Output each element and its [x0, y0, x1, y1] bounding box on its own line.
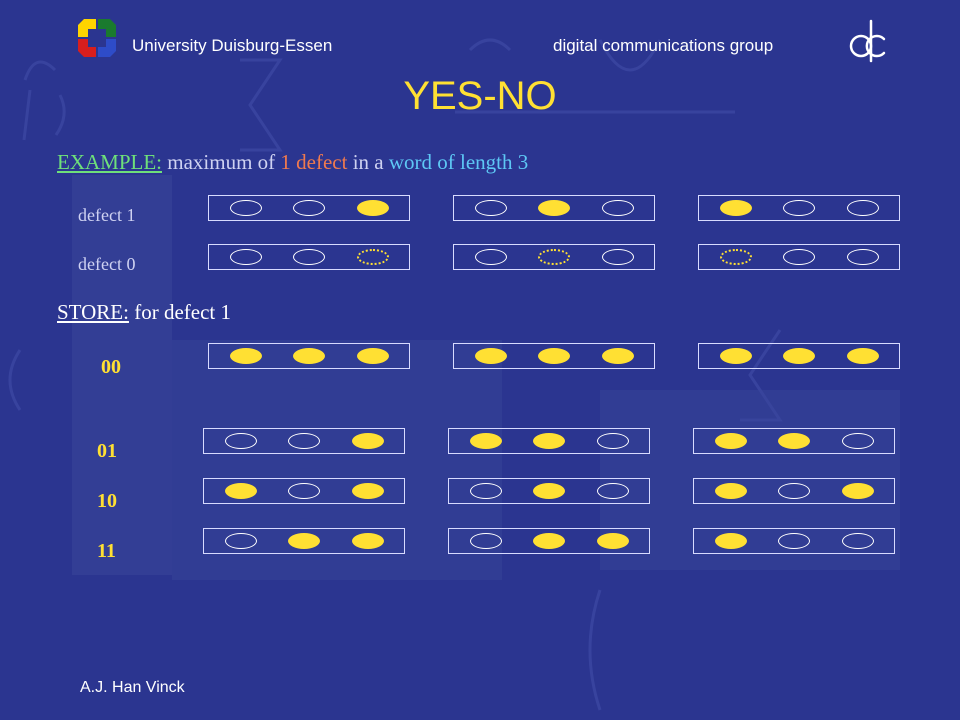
- group-name: digital communications group: [553, 36, 774, 55]
- store-01-word-2: [448, 428, 650, 454]
- store-label: STORE:: [57, 300, 129, 324]
- store-01-word-1: [203, 428, 405, 454]
- cell-empty: [778, 483, 810, 499]
- author-footer: A.J. Han Vinck: [80, 679, 185, 696]
- code-11-label: 11: [97, 540, 116, 562]
- cell-dotted: [357, 249, 389, 265]
- cell-full: [533, 433, 565, 449]
- code-10-label: 10: [97, 490, 117, 512]
- cell-full: [470, 433, 502, 449]
- store-00-word-1: [208, 343, 410, 369]
- cell-full: [288, 533, 320, 549]
- cell-full: [778, 433, 810, 449]
- cell-full: [783, 348, 815, 364]
- cell-full: [357, 348, 389, 364]
- example-word: word of length 3: [388, 150, 529, 174]
- cell-empty: [225, 533, 257, 549]
- cell-dotted: [538, 249, 570, 265]
- store-00-word-3: [698, 343, 900, 369]
- cell-full: [720, 200, 752, 216]
- code-00-label: 00: [101, 356, 121, 378]
- cell-full: [597, 533, 629, 549]
- cell-full: [602, 348, 634, 364]
- group-logo-icon: [849, 19, 886, 63]
- store-00-word-2: [453, 343, 655, 369]
- store-01-word-3: [693, 428, 895, 454]
- store-10-word-2: [448, 478, 650, 504]
- cell-empty: [847, 200, 879, 216]
- cell-full: [475, 348, 507, 364]
- cell-full: [538, 348, 570, 364]
- defect-0-word-3: [698, 244, 900, 270]
- defect-1-label: defect 1: [78, 205, 136, 225]
- example-text-1: maximum of: [167, 150, 276, 174]
- cell-empty: [475, 200, 507, 216]
- defect-1-word-2: [453, 195, 655, 221]
- slide-title: YES-NO: [403, 74, 557, 118]
- defect-0-word-2: [453, 244, 655, 270]
- cell-full: [230, 348, 262, 364]
- cell-full: [538, 200, 570, 216]
- cell-full: [715, 483, 747, 499]
- cell-empty: [470, 533, 502, 549]
- cell-full: [357, 200, 389, 216]
- cell-empty: [602, 200, 634, 216]
- cell-empty: [602, 249, 634, 265]
- cell-empty: [783, 200, 815, 216]
- cell-empty: [475, 249, 507, 265]
- cell-empty: [230, 249, 262, 265]
- cell-full: [352, 483, 384, 499]
- university-logo-icon: [78, 19, 116, 57]
- cell-full: [225, 483, 257, 499]
- store-text: for defect 1: [134, 300, 231, 324]
- cell-full: [842, 483, 874, 499]
- cell-empty: [293, 200, 325, 216]
- cell-full: [352, 533, 384, 549]
- cell-empty: [842, 533, 874, 549]
- cell-empty: [470, 483, 502, 499]
- cell-full: [533, 483, 565, 499]
- defect-1-word-1: [208, 195, 410, 221]
- cell-full: [715, 533, 747, 549]
- cell-empty: [847, 249, 879, 265]
- cell-empty: [597, 433, 629, 449]
- cell-empty: [288, 483, 320, 499]
- cell-full: [720, 348, 752, 364]
- cell-full: [293, 348, 325, 364]
- example-line: EXAMPLE: maximum of 1 defect in a word o…: [57, 150, 528, 175]
- cell-empty: [778, 533, 810, 549]
- cell-empty: [842, 433, 874, 449]
- cell-empty: [597, 483, 629, 499]
- cell-empty: [293, 249, 325, 265]
- cell-full: [352, 433, 384, 449]
- example-label: EXAMPLE:: [57, 150, 162, 174]
- store-10-word-1: [203, 478, 405, 504]
- store-11-word-2: [448, 528, 650, 554]
- defect-0-label: defect 0: [78, 254, 136, 274]
- defect-1-word-3: [698, 195, 900, 221]
- example-defect: defect: [296, 150, 348, 174]
- defect-0-word-1: [208, 244, 410, 270]
- store-11-word-3: [693, 528, 895, 554]
- code-01-label: 01: [97, 440, 117, 462]
- cell-empty: [230, 200, 262, 216]
- example-number: 1: [280, 150, 291, 174]
- university-name: University Duisburg-Essen: [132, 36, 333, 55]
- store-line: STORE: for defect 1: [57, 300, 231, 325]
- example-text-2: in a: [352, 150, 384, 174]
- cell-empty: [288, 433, 320, 449]
- cell-full: [715, 433, 747, 449]
- cell-dotted: [720, 249, 752, 265]
- store-10-word-3: [693, 478, 895, 504]
- cell-full: [847, 348, 879, 364]
- cell-full: [533, 533, 565, 549]
- cell-empty: [783, 249, 815, 265]
- cell-empty: [225, 433, 257, 449]
- store-11-word-1: [203, 528, 405, 554]
